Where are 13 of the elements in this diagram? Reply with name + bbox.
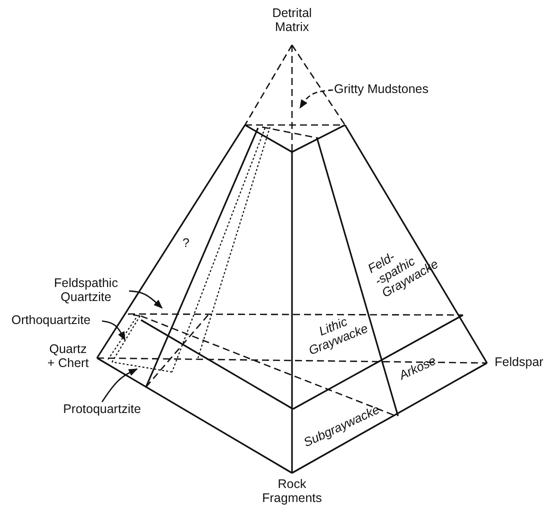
leader-arrow (102, 320, 126, 341)
rock-name: Gritty Mudstones (334, 83, 456, 97)
vertex-label: ? (182, 237, 190, 251)
vertex-label: Quartz + Chert (46, 343, 90, 370)
rock-name: Protoquartzite (52, 403, 152, 417)
vertex-label: Feldspar (494, 356, 544, 370)
rock-name: Orthoquartzite (1, 314, 101, 328)
leader-arrow (128, 290, 163, 309)
vertex-label: Detrital Matrix (271, 7, 313, 34)
leader-arrow (299, 89, 334, 109)
vertex-label: Rock Fragments (261, 478, 323, 506)
leader-arrow (101, 368, 138, 402)
rock-name: Feldspathic Quartzite (44, 277, 128, 304)
